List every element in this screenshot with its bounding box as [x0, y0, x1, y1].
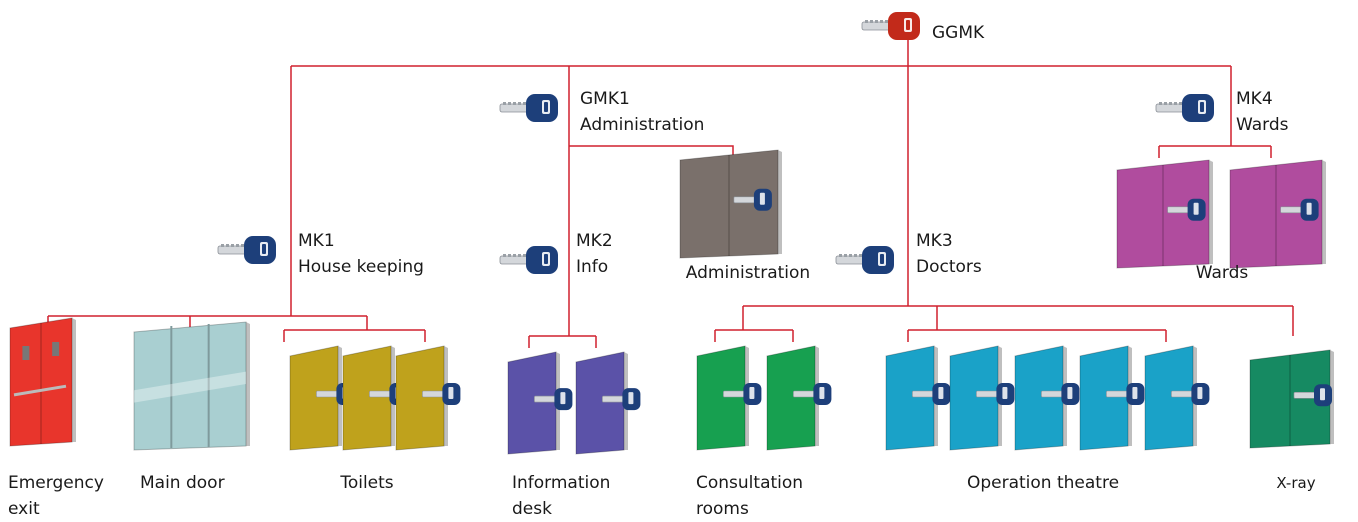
mk2-key-icon — [499, 246, 558, 274]
mk1-key-icon — [217, 236, 276, 264]
consultation-room-door — [766, 345, 832, 451]
mk1-group: House keeping — [298, 257, 424, 277]
emergency-exit-door — [9, 317, 76, 447]
gmk1-group: Administration — [580, 115, 705, 135]
wards-line1: Wards — [1195, 263, 1249, 283]
mk1-name: MK1 — [298, 231, 335, 251]
info-line1: Information — [512, 473, 611, 493]
wards-door — [1116, 159, 1213, 269]
door-label-consult: Consultation rooms — [696, 470, 803, 522]
door-label-admin: Administration — [686, 260, 810, 286]
door-label-emergency: Emergency exit — [8, 470, 104, 522]
operation-theatre-door — [1144, 345, 1210, 451]
consult-line2: rooms — [696, 499, 749, 519]
mk2-name: MK2 — [576, 231, 613, 251]
operation-line1: Operation theatre — [966, 473, 1120, 493]
emergency-line2: exit — [8, 499, 40, 519]
main-glass-door — [133, 321, 250, 451]
key-label-gmk1: GMK1 Administration — [580, 86, 704, 138]
door-label-main: Main door — [140, 470, 225, 496]
wards-door — [1229, 159, 1326, 269]
key-label-mk1: MK1 House keeping — [298, 228, 424, 280]
hierarchy-line — [569, 145, 734, 156]
mk4-name: MK4 — [1236, 89, 1273, 109]
door-label-info: Information desk — [512, 470, 610, 522]
keys-layer — [217, 12, 1214, 274]
doors-layer — [9, 149, 1334, 455]
ggmk-name: GGMK — [932, 23, 985, 43]
mk3-group: Doctors — [916, 257, 982, 277]
gmk1-key-icon — [499, 94, 558, 122]
door-label-toilets: Toilets — [340, 470, 393, 496]
information-desk-door — [507, 351, 573, 455]
key-label-ggmk: GGMK — [932, 20, 984, 46]
toilet-door — [395, 345, 461, 451]
key-label-mk4: MK4 Wards — [1236, 86, 1288, 138]
door-label-wards: Wards — [1196, 260, 1248, 286]
consult-line1: Consultation — [696, 473, 804, 493]
operation-theatre-door — [885, 345, 951, 451]
mk3-key-icon — [835, 246, 894, 274]
key-label-mk2: MK2 Info — [576, 228, 613, 280]
mk4-group: Wards — [1236, 115, 1289, 135]
hierarchy-lines — [47, 38, 1294, 348]
xray-line1: X-ray — [1276, 474, 1316, 492]
mk2-group: Info — [576, 257, 609, 277]
information-desk-door — [575, 351, 641, 455]
main-line1: Main door — [140, 473, 225, 493]
x-ray-door — [1249, 349, 1334, 449]
admin-line1: Administration — [685, 263, 811, 283]
key-label-mk3: MK3 Doctors — [916, 228, 982, 280]
gmk1-name: GMK1 — [580, 89, 630, 109]
operation-theatre-door — [949, 345, 1015, 451]
consultation-room-door — [696, 345, 762, 451]
door-label-xray: X-ray — [1276, 470, 1315, 496]
info-line2: desk — [512, 499, 552, 519]
mk4-key-icon — [1155, 94, 1214, 122]
door-label-operation: Operation theatre — [967, 470, 1119, 496]
operation-theatre-door — [1079, 345, 1145, 451]
emergency-line1: Emergency — [8, 473, 104, 493]
ggmk-master-key-icon — [861, 12, 920, 40]
mk3-name: MK3 — [916, 231, 953, 251]
operation-theatre-door — [1014, 345, 1080, 451]
toilets-line1: Toilets — [340, 473, 394, 493]
administration-door — [679, 149, 782, 259]
